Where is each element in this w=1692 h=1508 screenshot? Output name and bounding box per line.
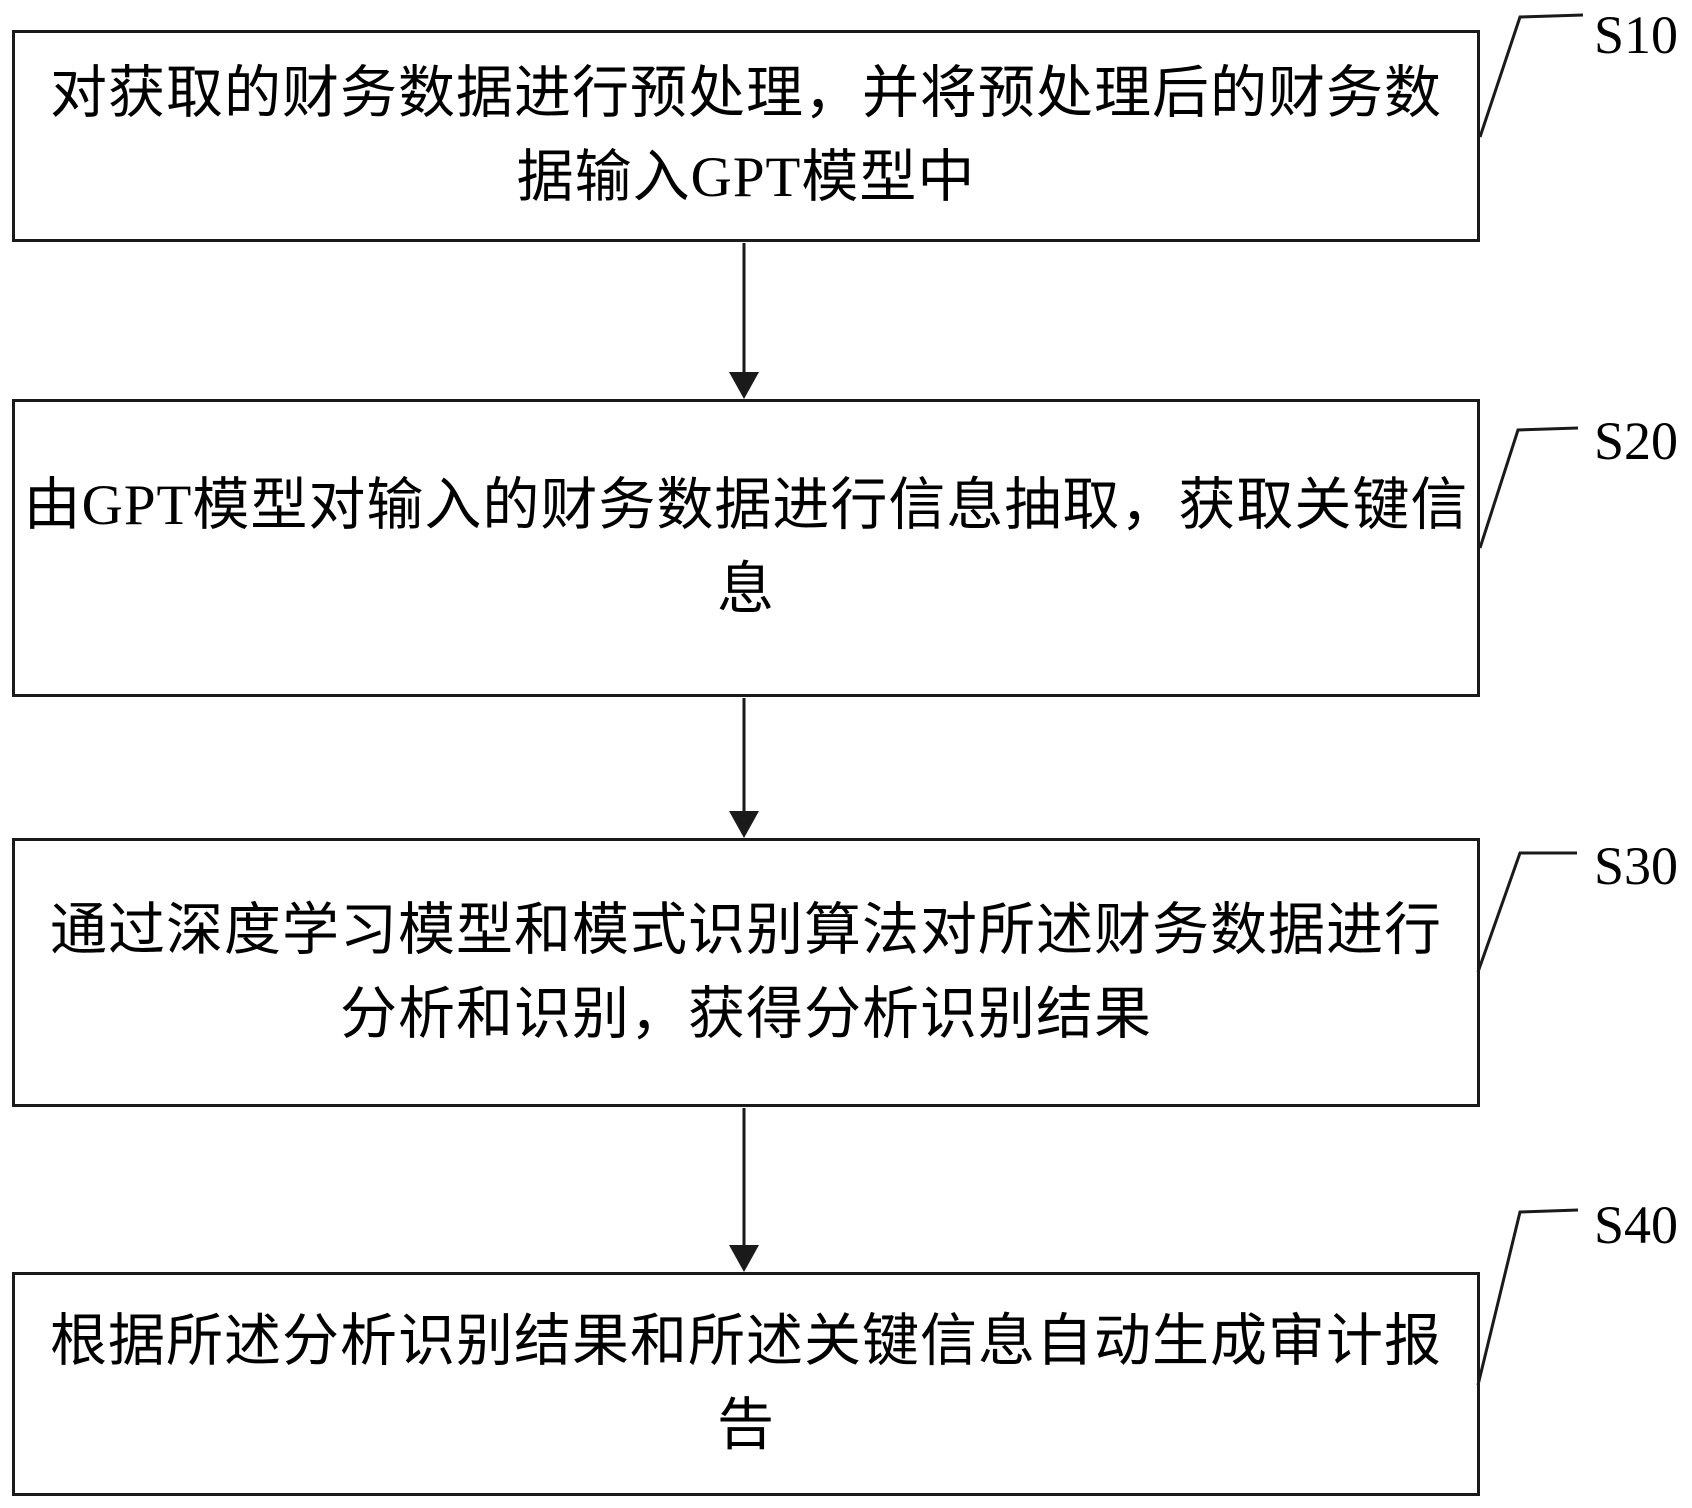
flow-arrow-3	[729, 1108, 759, 1272]
step-label-s40: S40	[1594, 1195, 1679, 1255]
step-s30-text-line-2: 分析和识别，获得分析识别结果	[340, 982, 1152, 1046]
step-s20-text-line-1: 由GPT模型对输入的财务数据进行信息抽取，获取关键信	[23, 474, 1469, 537]
step-s40-text-line-1: 根据所述分析识别结果和所述关键信息自动生成审计报	[50, 1310, 1442, 1373]
step-box-s20: 由GPT模型对输入的财务数据进行信息抽取，获取关键信 息	[12, 399, 1480, 697]
step-label-s30: S30	[1594, 836, 1679, 896]
arrowhead-down-icon	[729, 372, 759, 399]
arrowhead-down-icon	[729, 1245, 759, 1272]
step-box-s40: 根据所述分析识别结果和所述关键信息自动生成审计报 告	[12, 1272, 1480, 1496]
step-s30-text-line-1: 通过深度学习模型和模式识别算法对所述财务数据进行	[50, 898, 1442, 962]
step-box-s10: 对获取的财务数据进行预处理，并将预处理后的财务数 据输入GPT模型中	[12, 30, 1480, 242]
step-s10-text-line-1: 对获取的财务数据进行预处理，并将预处理后的财务数	[50, 62, 1442, 125]
step-box-s30: 通过深度学习模型和模式识别算法对所述财务数据进行 分析和识别，获得分析识别结果	[12, 838, 1480, 1107]
arrowhead-down-icon	[729, 811, 759, 838]
flow-arrow-1	[729, 243, 759, 399]
step-label-s20: S20	[1594, 411, 1679, 471]
step-s20-text-line-2: 息	[717, 558, 775, 621]
leader-line-s20	[1478, 426, 1579, 549]
leader-line-s30	[1476, 851, 1577, 973]
step-s40-text-line-2: 告	[717, 1394, 775, 1457]
leader-line-s40	[1476, 1208, 1579, 1386]
step-s10-text-line-2: 据输入GPT模型中	[516, 146, 976, 209]
step-label-s10: S10	[1594, 5, 1679, 65]
flow-arrow-2	[729, 698, 759, 838]
leader-line-s10	[1478, 13, 1584, 138]
